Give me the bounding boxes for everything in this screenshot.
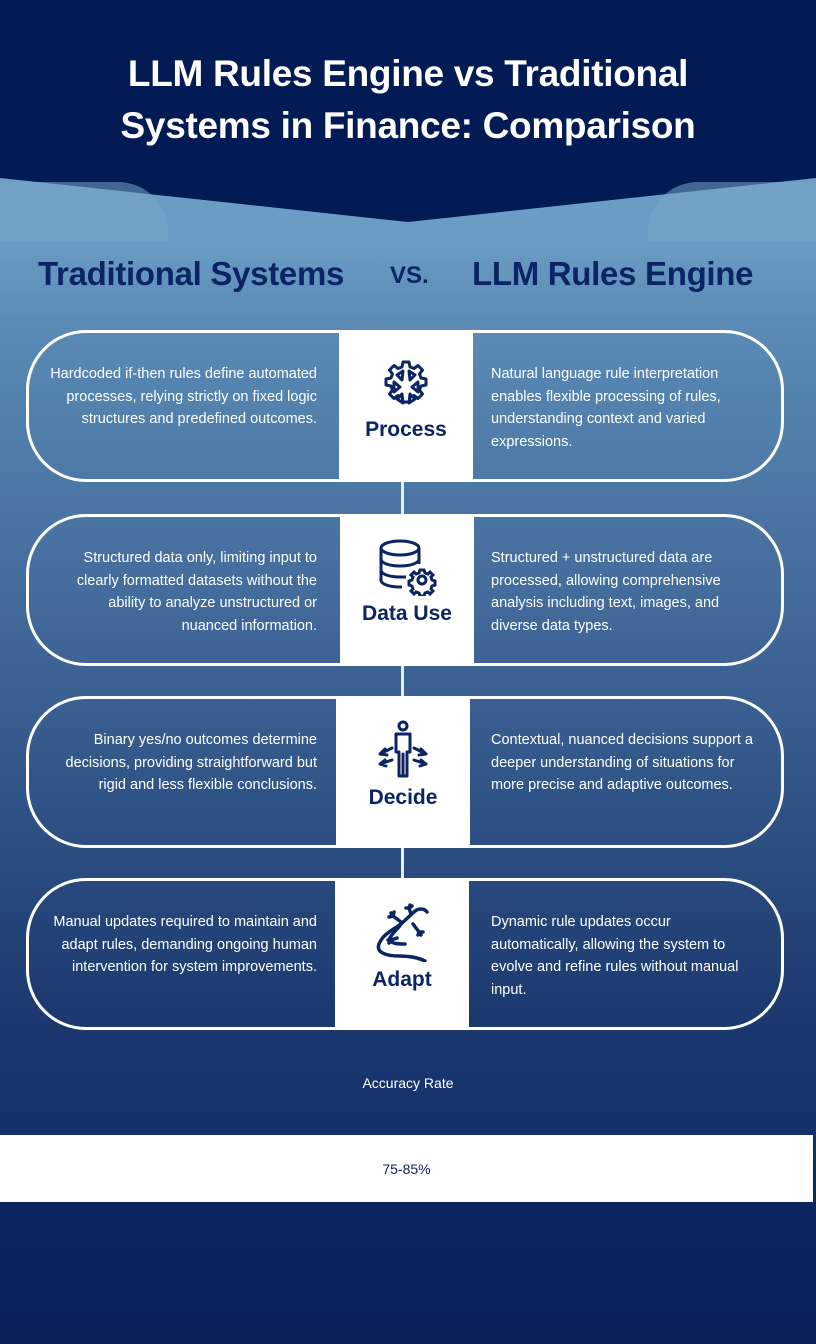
decorative-shape-left <box>0 182 168 242</box>
gear-icon <box>384 360 428 405</box>
database-gear-icon <box>379 539 437 596</box>
llm-description: Contextual, nuanced decisions support a … <box>491 732 753 793</box>
category-box-process: Process <box>339 330 473 482</box>
llm-description: Natural language rule interpretation ena… <box>491 366 721 450</box>
llm-description: Structured + unstructured data are proce… <box>491 550 721 634</box>
traditional-description: Hardcoded if-then rules define automated… <box>50 366 317 427</box>
connector-line <box>401 846 404 880</box>
llm-description: Dynamic rule updates occur automatically… <box>491 914 739 998</box>
category-label: Adapt <box>372 968 432 991</box>
comparison-row-decide: Binary yes/no outcomes determine decisio… <box>26 696 784 848</box>
traditional-description: Structured data only, limiting input to … <box>76 550 317 634</box>
accuracy-rate-label: Accuracy Rate <box>362 1075 454 1091</box>
category-box-data-use: Data Use <box>340 514 474 666</box>
category-box-adapt: Adapt <box>335 878 469 1030</box>
category-label: Data Use <box>362 602 452 625</box>
connector-line <box>401 482 404 516</box>
lizard-icon <box>376 903 429 962</box>
column-heading-llm: LLM Rules Engine <box>472 255 754 292</box>
comparison-row-data-use: Structured data only, limiting input to … <box>26 514 784 666</box>
traditional-description: Binary yes/no outcomes determine decisio… <box>65 732 317 793</box>
column-heading-traditional: Traditional Systems <box>38 255 345 292</box>
traditional-description: Manual updates required to maintain and … <box>53 914 317 975</box>
accuracy-rate-band: 75-85% <box>0 1135 813 1202</box>
accuracy-rate-value: 75-85% <box>382 1160 431 1177</box>
comparison-row-process: Hardcoded if-then rules define automated… <box>26 330 784 482</box>
category-label: Decide <box>368 786 438 809</box>
connector-line <box>401 664 404 698</box>
page-title: LLM Rules Engine vs Traditional Systems … <box>0 48 816 152</box>
vs-label: VS. <box>390 262 429 289</box>
title-line-2: Systems in Finance: Comparison <box>120 105 696 146</box>
category-box-decide: Decide <box>336 696 470 848</box>
comparison-row-adapt: Manual updates required to maintain and … <box>26 878 784 1030</box>
title-line-1: LLM Rules Engine vs Traditional <box>127 53 689 94</box>
category-label: Process <box>365 418 447 441</box>
decorative-shape-right <box>648 182 816 242</box>
person-arrows-icon <box>378 720 428 778</box>
